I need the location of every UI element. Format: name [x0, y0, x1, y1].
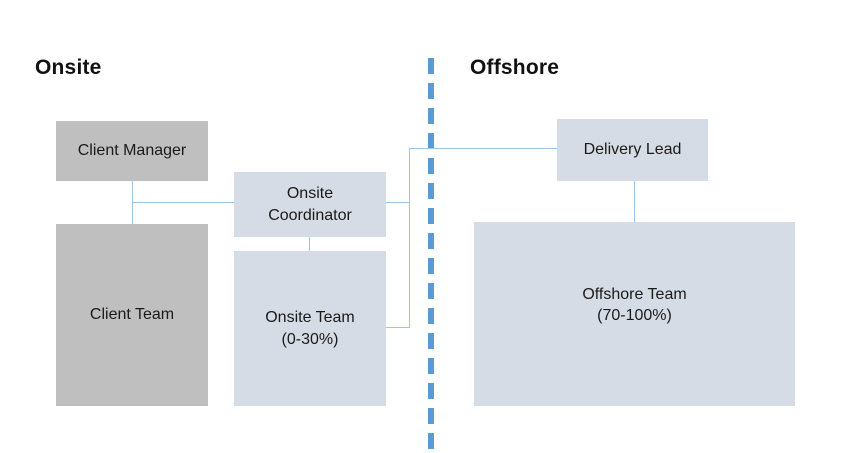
connector-onsite-team-to-trunk — [386, 327, 410, 328]
node-onsite-team-label-line1: Onsite Team — [265, 309, 355, 327]
connector-client-manager-to-client-team — [132, 181, 133, 225]
node-offshore-team[interactable]: Offshore Team (70-100%) — [474, 222, 795, 406]
section-title-offshore: Offshore — [470, 56, 560, 79]
node-onsite-team-label-line2: (0-30%) — [281, 330, 339, 348]
node-onsite-team-label: Onsite Team (0-30%) — [265, 307, 355, 349]
node-delivery-lead[interactable]: Delivery Lead — [557, 119, 708, 181]
node-onsite-coordinator-label-line2: Coordinator — [268, 206, 352, 224]
node-offshore-team-label-line1: Offshore Team — [582, 285, 687, 303]
onsite-offshore-divider — [428, 58, 434, 450]
connector-client-manager-to-onsite-coordinator — [132, 202, 235, 203]
node-delivery-lead-label: Delivery Lead — [583, 141, 682, 159]
node-client-manager[interactable]: Client Manager — [56, 121, 208, 181]
connector-trunk-to-delivery-lead — [409, 148, 558, 149]
node-onsite-coordinator-label: Onsite Coordinator — [268, 183, 352, 225]
node-onsite-coordinator-label-line1: Onsite — [286, 185, 334, 203]
node-offshore-team-label: Offshore Team (70-100%) — [582, 284, 686, 326]
node-onsite-coordinator[interactable]: Onsite Coordinator — [234, 172, 386, 237]
section-title-onsite: Onsite — [35, 56, 102, 79]
node-client-team-label: Client Team — [89, 306, 175, 324]
node-client-manager-label: Client Manager — [77, 142, 187, 160]
connector-onsite-coordinator-to-trunk — [386, 202, 410, 203]
node-client-team[interactable]: Client Team — [56, 224, 208, 406]
connector-delivery-lead-to-offshore-team — [634, 181, 635, 223]
node-onsite-team[interactable]: Onsite Team (0-30%) — [234, 251, 386, 406]
connector-onsite-trunk-spine — [409, 148, 410, 327]
node-offshore-team-label-line2: (70-100%) — [597, 307, 672, 324]
connector-onsite-coordinator-to-onsite-team — [309, 237, 310, 252]
